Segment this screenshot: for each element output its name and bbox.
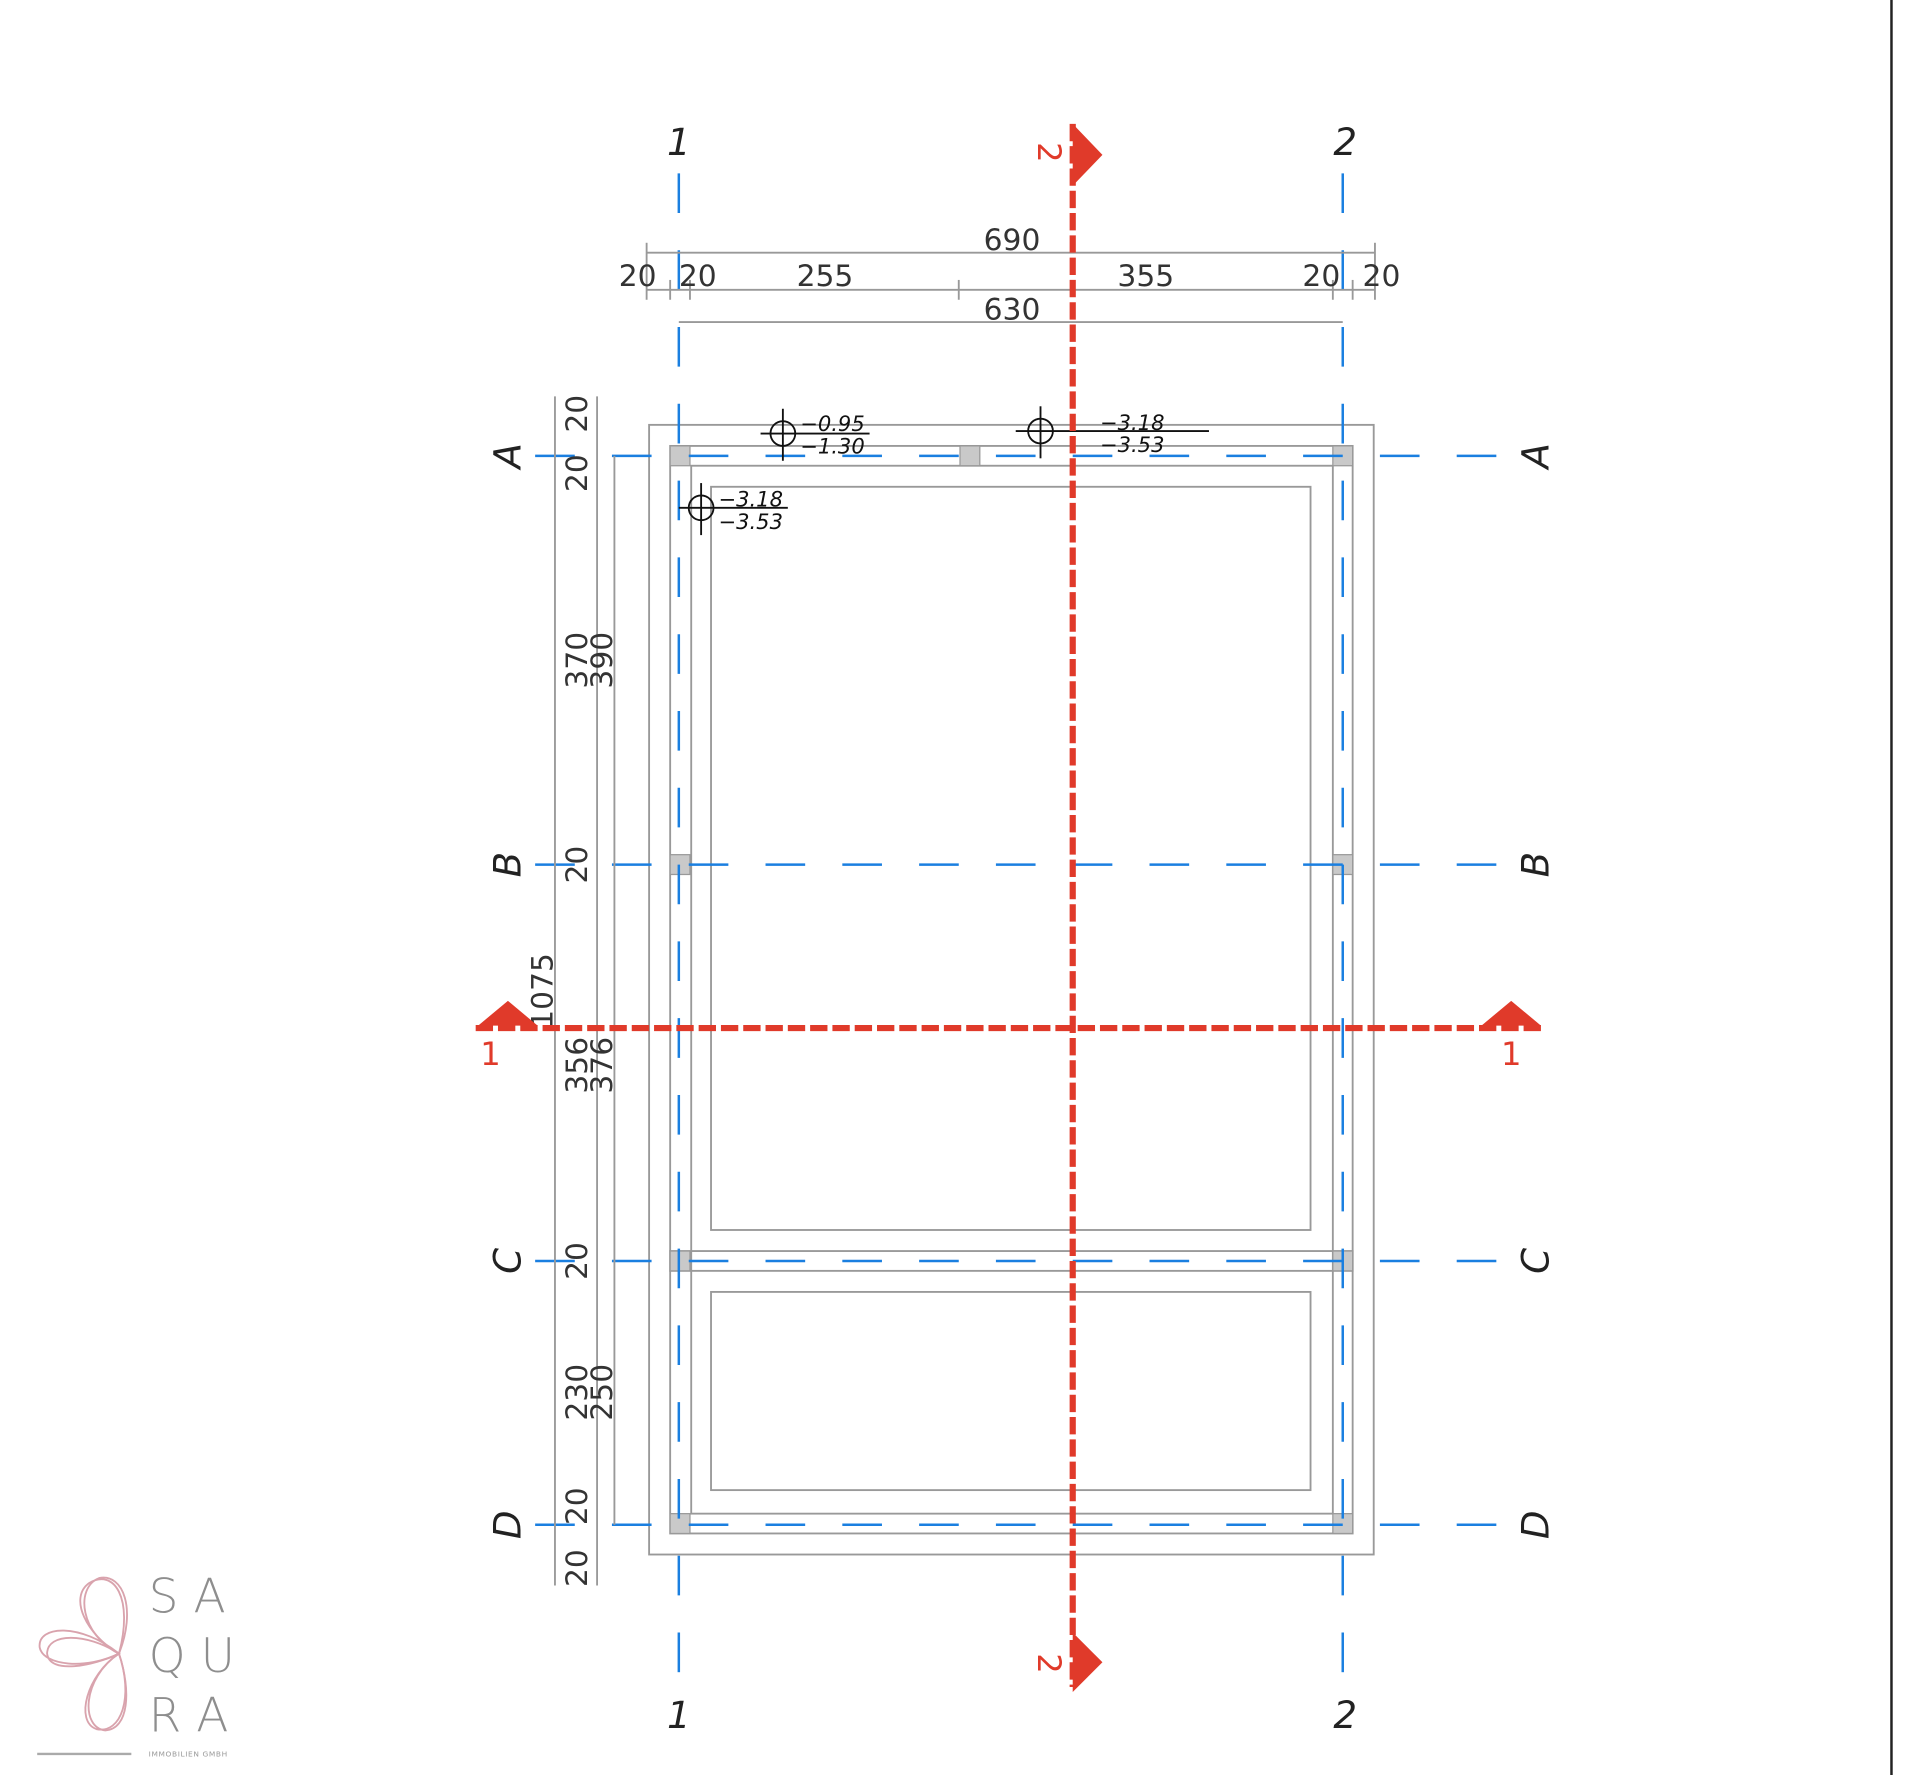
dim-segment: 250 xyxy=(585,1364,620,1421)
logo-subtitle: IMMOBILIEN GMBH xyxy=(149,1749,228,1758)
grid-label-1-bottom: 1 xyxy=(667,1694,691,1737)
grid-label-a-right: A xyxy=(1514,443,1557,470)
top-dimensions: 690 20 20 255 355 20 20 630 xyxy=(619,223,1401,327)
grid-label-b-left: B xyxy=(486,852,529,877)
room-lower xyxy=(710,1290,1312,1492)
section-arrow-icon xyxy=(1481,1000,1541,1026)
dim-segment: 390 xyxy=(585,632,620,689)
dim-overall-length: 1075 xyxy=(525,953,560,1029)
dim-segment: 370 xyxy=(560,632,595,689)
dim-segment: 255 xyxy=(797,259,854,294)
room-upper xyxy=(710,485,1312,1231)
dim-axis-width: 630 xyxy=(984,293,1041,328)
dim-segment: 20 xyxy=(560,1242,595,1280)
column xyxy=(669,445,691,467)
section-arrow-icon xyxy=(1072,1632,1103,1693)
grid-label-d-left: D xyxy=(486,1510,529,1539)
column xyxy=(959,445,981,467)
level-bottom: −3.53 xyxy=(718,509,783,534)
logo-line: R A xyxy=(149,1689,229,1744)
dim-segment: 20 xyxy=(560,1487,595,1525)
section-line-1: 1 1 xyxy=(475,1000,1541,1073)
grid-label-c-right: C xyxy=(1514,1248,1557,1274)
section-label-2-top: 2 xyxy=(1030,142,1068,162)
grid-label-2-top: 2 xyxy=(1333,121,1357,164)
dim-segment: 20 xyxy=(560,846,595,884)
dim-segment: 20 xyxy=(679,259,717,294)
grid-label-2-bottom: 2 xyxy=(1333,1694,1357,1737)
dim-segment: 376 xyxy=(585,1037,620,1094)
blossom-icon xyxy=(38,1576,128,1732)
dim-segment: 20 xyxy=(1363,259,1401,294)
dim-segment: 20 xyxy=(560,454,595,492)
dim-overall-width: 690 xyxy=(984,223,1041,258)
foundation-outline xyxy=(648,423,1375,1556)
level-marker: −3.18 −3.53 xyxy=(1015,406,1209,459)
level-bottom: −1.30 xyxy=(800,433,865,458)
logo-line: S A xyxy=(149,1570,226,1625)
section-arrow-icon xyxy=(1072,123,1103,186)
dim-segment: 20 xyxy=(1302,259,1340,294)
dim-segment: 20 xyxy=(560,1549,595,1587)
grid-label-1-top: 1 xyxy=(667,121,691,164)
dim-segment: 230 xyxy=(560,1364,595,1421)
grid-lines xyxy=(535,173,1506,1688)
dim-segment: 355 xyxy=(1117,259,1174,294)
level-marker: −0.95 −1.30 xyxy=(760,408,870,461)
row-labels-left: A B C D xyxy=(486,443,529,1539)
section-label-1-left: 1 xyxy=(480,1035,500,1073)
left-dimensions: 1075 20 370 20 356 20 230 20 20 390 376 … xyxy=(525,395,619,1587)
company-logo: S A Q U R A IMMOBILIEN GMBH xyxy=(37,1570,235,1758)
columns xyxy=(669,445,1354,1535)
logo-line: Q U xyxy=(149,1629,235,1684)
level-bottom: −3.53 xyxy=(1100,432,1165,457)
section-line-2: 2 2 xyxy=(1030,123,1103,1693)
grid-label-d-right: D xyxy=(1514,1510,1557,1539)
section-label-2-bottom: 2 xyxy=(1030,1653,1068,1673)
dim-segment: 20 xyxy=(619,259,657,294)
grid-label-c-left: C xyxy=(486,1248,529,1274)
level-top: −0.95 xyxy=(800,411,865,436)
grid-label-a-left: A xyxy=(486,443,529,470)
section-label-1-right: 1 xyxy=(1501,1035,1521,1073)
section-arrow-icon xyxy=(478,1000,538,1026)
dim-segment: 20 xyxy=(560,395,595,433)
level-marker: −3.18 −3.53 xyxy=(678,483,788,536)
row-labels-right: A B C D xyxy=(1514,443,1557,1539)
grid-label-b-right: B xyxy=(1514,852,1557,877)
level-top: −3.18 xyxy=(1100,410,1165,435)
level-top: −3.18 xyxy=(718,487,783,512)
dim-segment: 356 xyxy=(560,1037,595,1094)
